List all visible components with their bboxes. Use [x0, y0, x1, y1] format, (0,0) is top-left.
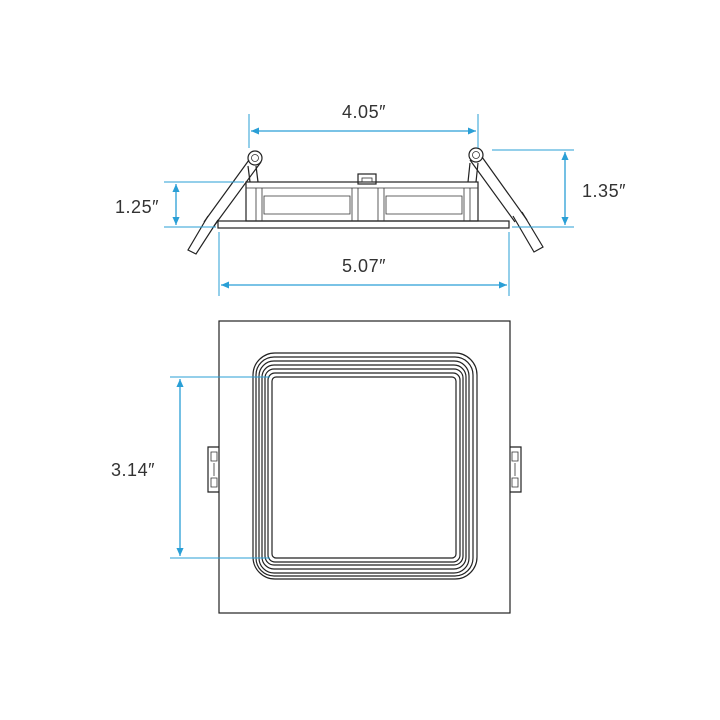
left-clip-tab: [207, 446, 219, 493]
dimension-right-height: 1.35″: [492, 149, 626, 228]
label-top-width: 4.05″: [342, 102, 386, 122]
label-right-height: 1.35″: [582, 181, 626, 201]
side-flange: [217, 220, 510, 229]
side-view: [187, 147, 544, 255]
left-spring-clip: [187, 150, 263, 255]
top-flange-square: [218, 320, 511, 614]
dimension-flange-width: 5.07″: [218, 232, 510, 296]
side-connector: [357, 173, 377, 185]
label-inner-square: 3.14″: [111, 460, 155, 480]
dimension-left-height: 1.25″: [115, 181, 244, 228]
baffle-ring-1: [252, 352, 478, 580]
right-spring-clip: [467, 147, 544, 253]
label-flange-width: 5.07″: [342, 256, 386, 276]
dimension-inner-square: 3.14″: [111, 376, 270, 559]
dimension-top-width: 4.05″: [248, 102, 479, 148]
label-left-height: 1.25″: [115, 197, 159, 217]
top-view: [207, 320, 522, 614]
light-lens: [271, 376, 457, 559]
right-clip-tab: [510, 446, 522, 493]
